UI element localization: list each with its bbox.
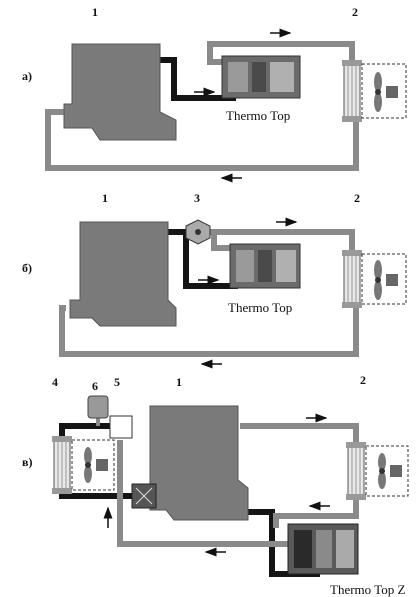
valve-box: [109, 415, 133, 439]
label-exchanger-number: 2: [352, 5, 358, 19]
label-valve-number: 5: [114, 375, 120, 389]
device-label: Thermo Top: [226, 108, 290, 123]
supply-pipe: [210, 229, 355, 254]
thermostat-valve: [185, 219, 211, 245]
thermo-top-heater: [229, 243, 301, 289]
return-pipe: [117, 440, 290, 547]
label-valve-number: 3: [194, 191, 200, 205]
label-exchanger4-number: 4: [52, 375, 58, 389]
return-pipe: [45, 109, 359, 171]
heat-exchanger-2: [346, 442, 409, 500]
label-engine-number: 1: [176, 375, 182, 389]
device-label: Thermo Top Z: [330, 582, 405, 597]
label-engine-number: 1: [92, 5, 98, 19]
panel-label-c: в): [22, 455, 32, 469]
heater-inlet-pipe: [158, 57, 236, 101]
heater-outlet-pipe: [211, 232, 232, 251]
panel-c: в): [22, 373, 409, 597]
engine-block: [149, 405, 249, 521]
supply-pipe: [240, 423, 359, 446]
supply-pipe: [207, 41, 355, 65]
panel-label-a: а): [22, 69, 32, 83]
device-label: Thermo Top: [228, 300, 292, 315]
heat-exchanger-4: [52, 436, 115, 494]
expansion-tank: [87, 395, 109, 419]
heater-inlet-pipe: [183, 234, 238, 289]
label-exchanger2-number: 2: [360, 373, 366, 387]
return-pipe: [59, 300, 359, 357]
engine-block: [63, 43, 177, 141]
label-tank-number: 6: [92, 379, 98, 393]
exchanger-return-pipe: [273, 496, 359, 528]
thermo-top-heater: [221, 55, 301, 99]
panel-label-b: б): [22, 261, 32, 275]
thermo-top-z-heater: [287, 523, 359, 575]
heat-exchanger: [342, 250, 407, 308]
engine-block: [69, 221, 177, 327]
label-engine-number: 1: [102, 191, 108, 205]
panel-a: а) 1 2 Thermo: [22, 5, 407, 183]
panel-b: б) 1 3: [22, 191, 407, 369]
heat-exchanger: [342, 60, 407, 122]
label-exchanger-number: 2: [354, 191, 360, 205]
